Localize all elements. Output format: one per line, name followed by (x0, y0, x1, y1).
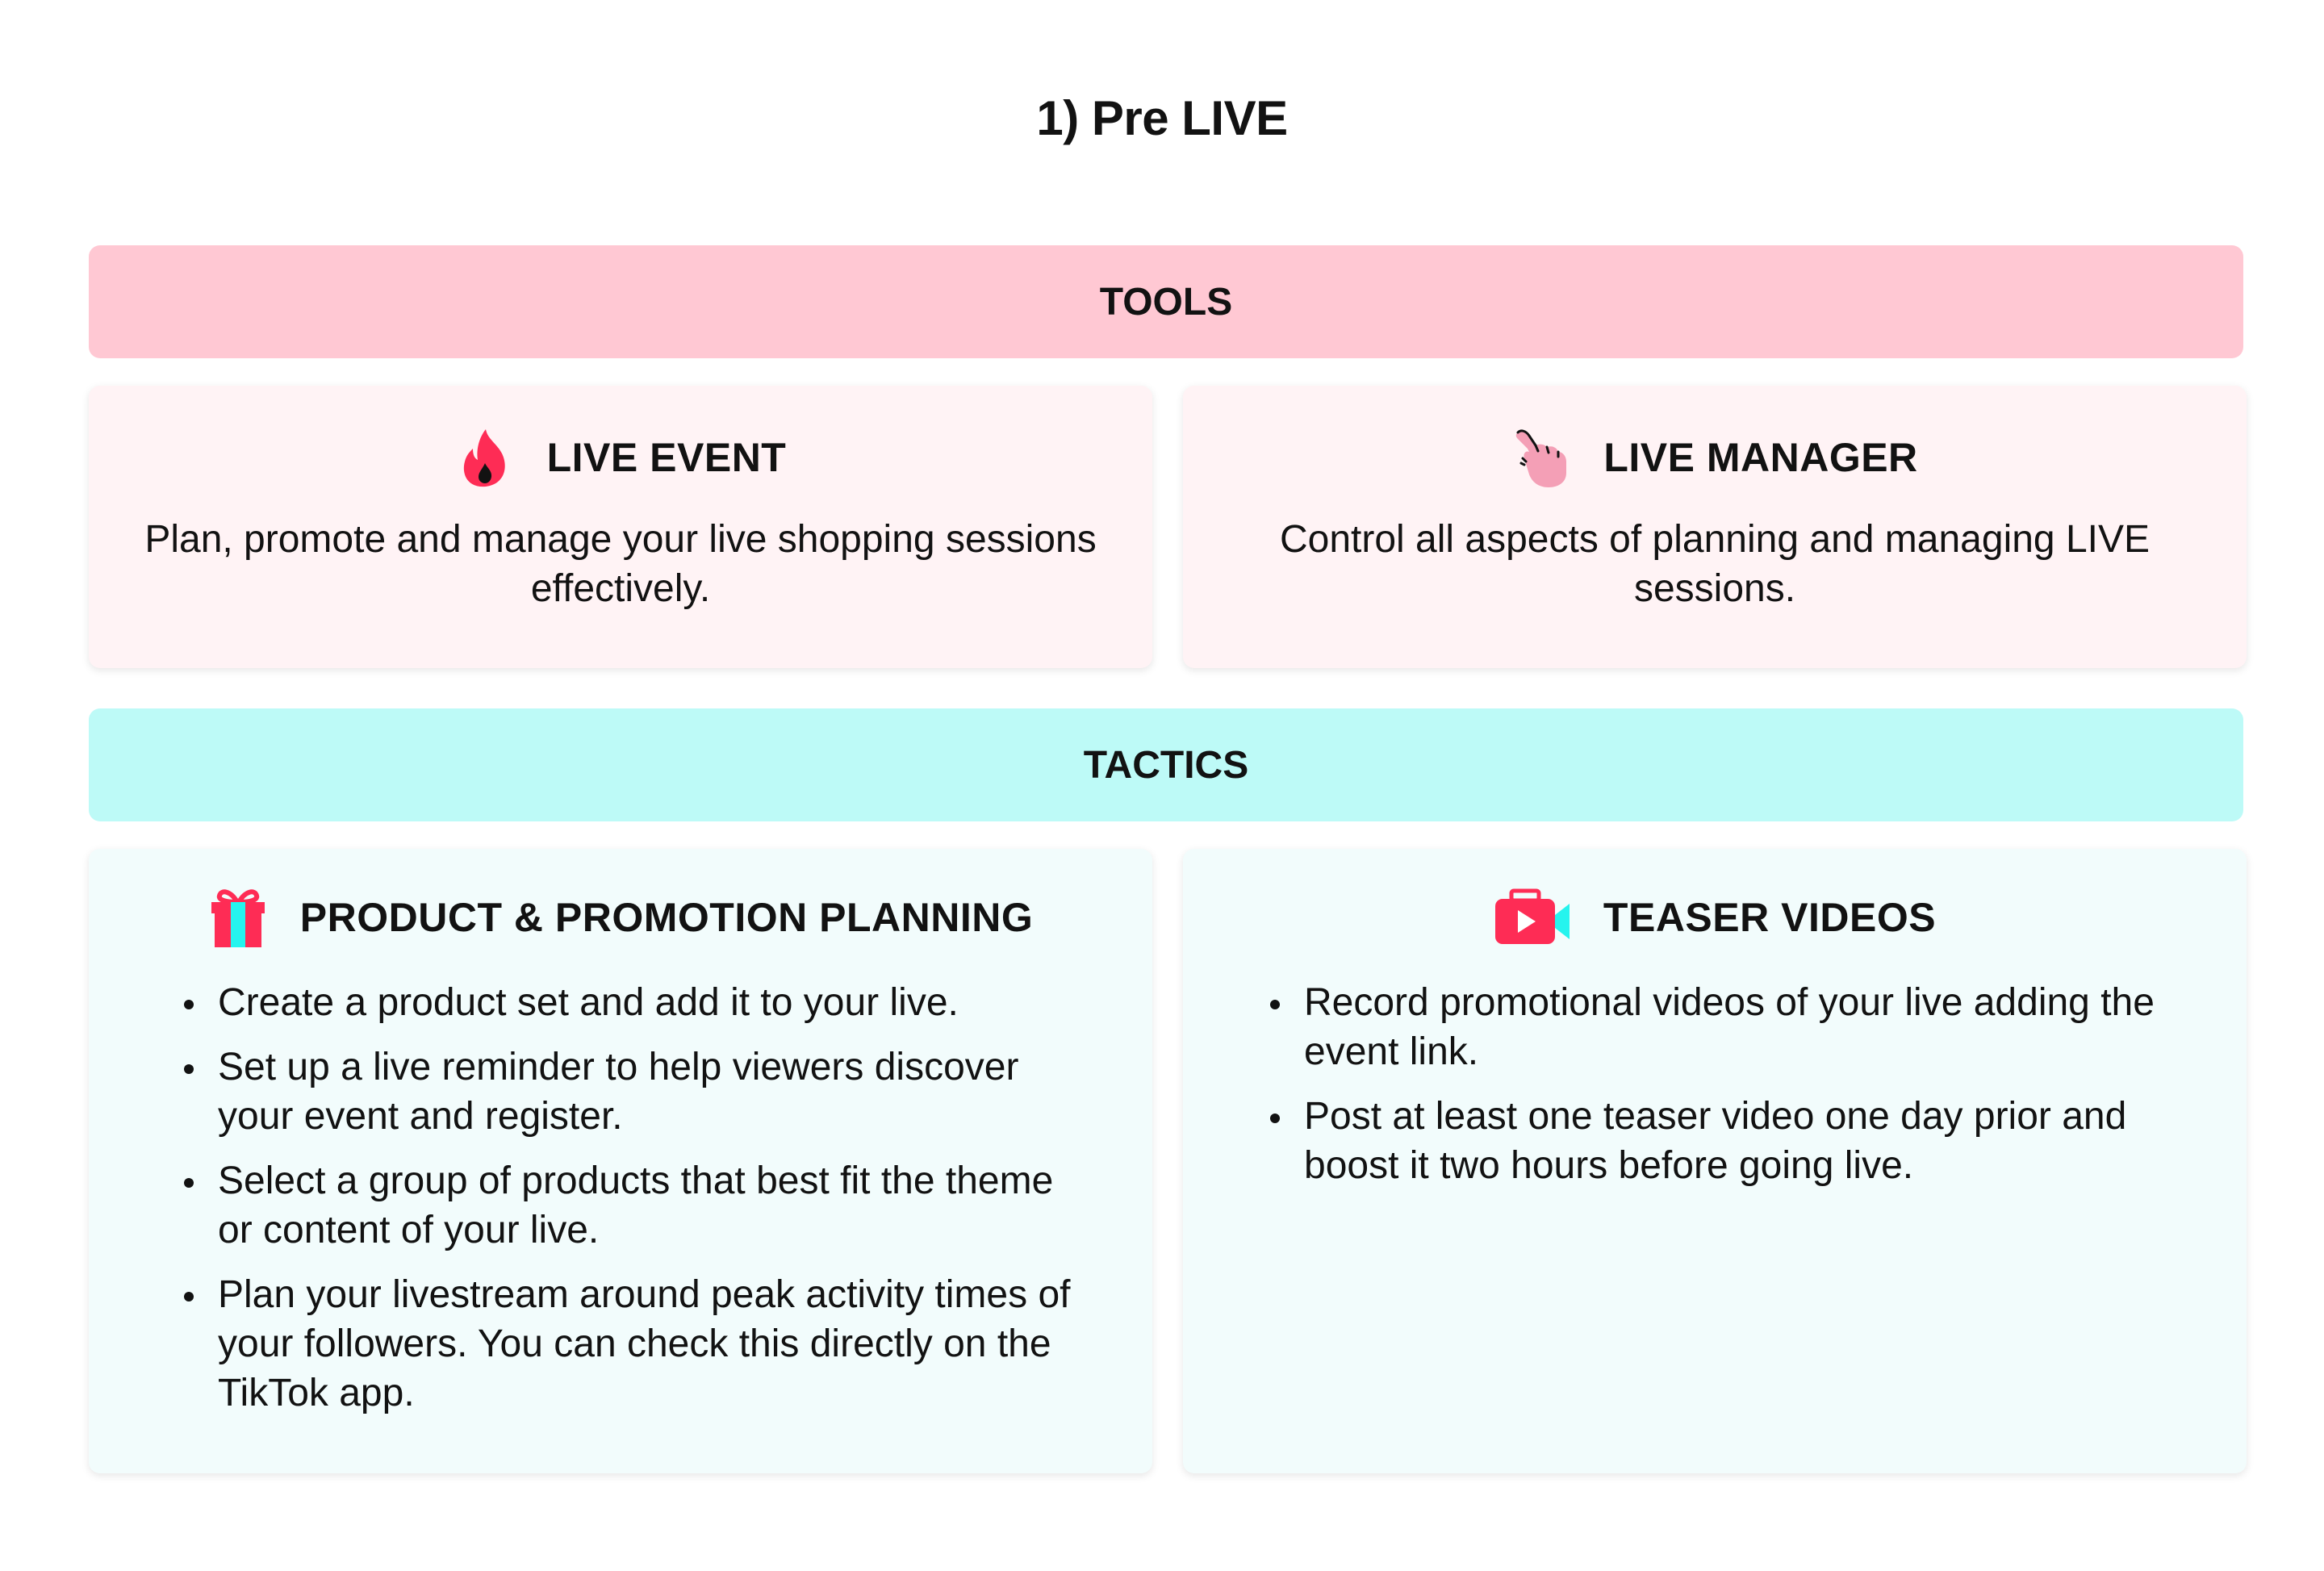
tactic-card-product-promotion-planning: PRODUCT & PROMOTION PLANNING Create a pr… (89, 849, 1152, 1473)
list-item: Record promotional videos of your live a… (1270, 978, 2182, 1076)
tool-card-description: Control all aspects of planning and mana… (1279, 518, 2151, 610)
tool-card-live-manager: LIVE MANAGER Control all aspects of plan… (1183, 386, 2247, 668)
list-item: Create a product set and add it to your … (184, 978, 1096, 1027)
list-item: Plan your livestream around peak activit… (184, 1270, 1096, 1418)
tool-card-header: LIVE EVENT (89, 426, 1152, 489)
tool-card-header: LIVE MANAGER (1183, 426, 2247, 489)
tactic-card-title: PRODUCT & PROMOTION PLANNING (299, 895, 1034, 940)
tactic-card-header: PRODUCT & PROMOTION PLANNING (89, 886, 1152, 949)
gift-icon (208, 886, 268, 949)
tactic-bullet-list: Create a product set and add it to your … (184, 978, 1096, 1433)
list-item: Post at least one teaser video one day p… (1270, 1092, 2182, 1190)
tool-card-description: Plan, promote and manage your live shopp… (144, 518, 1097, 610)
list-item: Set up a live reminder to help viewers d… (184, 1042, 1096, 1141)
tool-card-title: LIVE MANAGER (1603, 435, 1918, 480)
tactics-section-header: TACTICS (89, 708, 2243, 821)
tactic-card-title: TEASER VIDEOS (1603, 895, 1937, 940)
tactic-bullet-list: Record promotional videos of your live a… (1270, 978, 2182, 1205)
tactic-card-header: TEASER VIDEOS (1183, 886, 2247, 949)
tools-section-header: TOOLS (89, 245, 2243, 358)
tactic-card-teaser-videos: TEASER VIDEOS Record promotional videos … (1183, 849, 2247, 1473)
pointing-hand-icon (1511, 426, 1571, 489)
flame-icon (455, 426, 515, 489)
video-camera-icon (1494, 886, 1571, 949)
tool-card-title: LIVE EVENT (546, 435, 787, 480)
tool-card-live-event: LIVE EVENT Plan, promote and manage your… (89, 386, 1152, 668)
page-title: 1) Pre LIVE (1036, 91, 1288, 145)
list-item: Select a group of products that best fit… (184, 1156, 1096, 1255)
